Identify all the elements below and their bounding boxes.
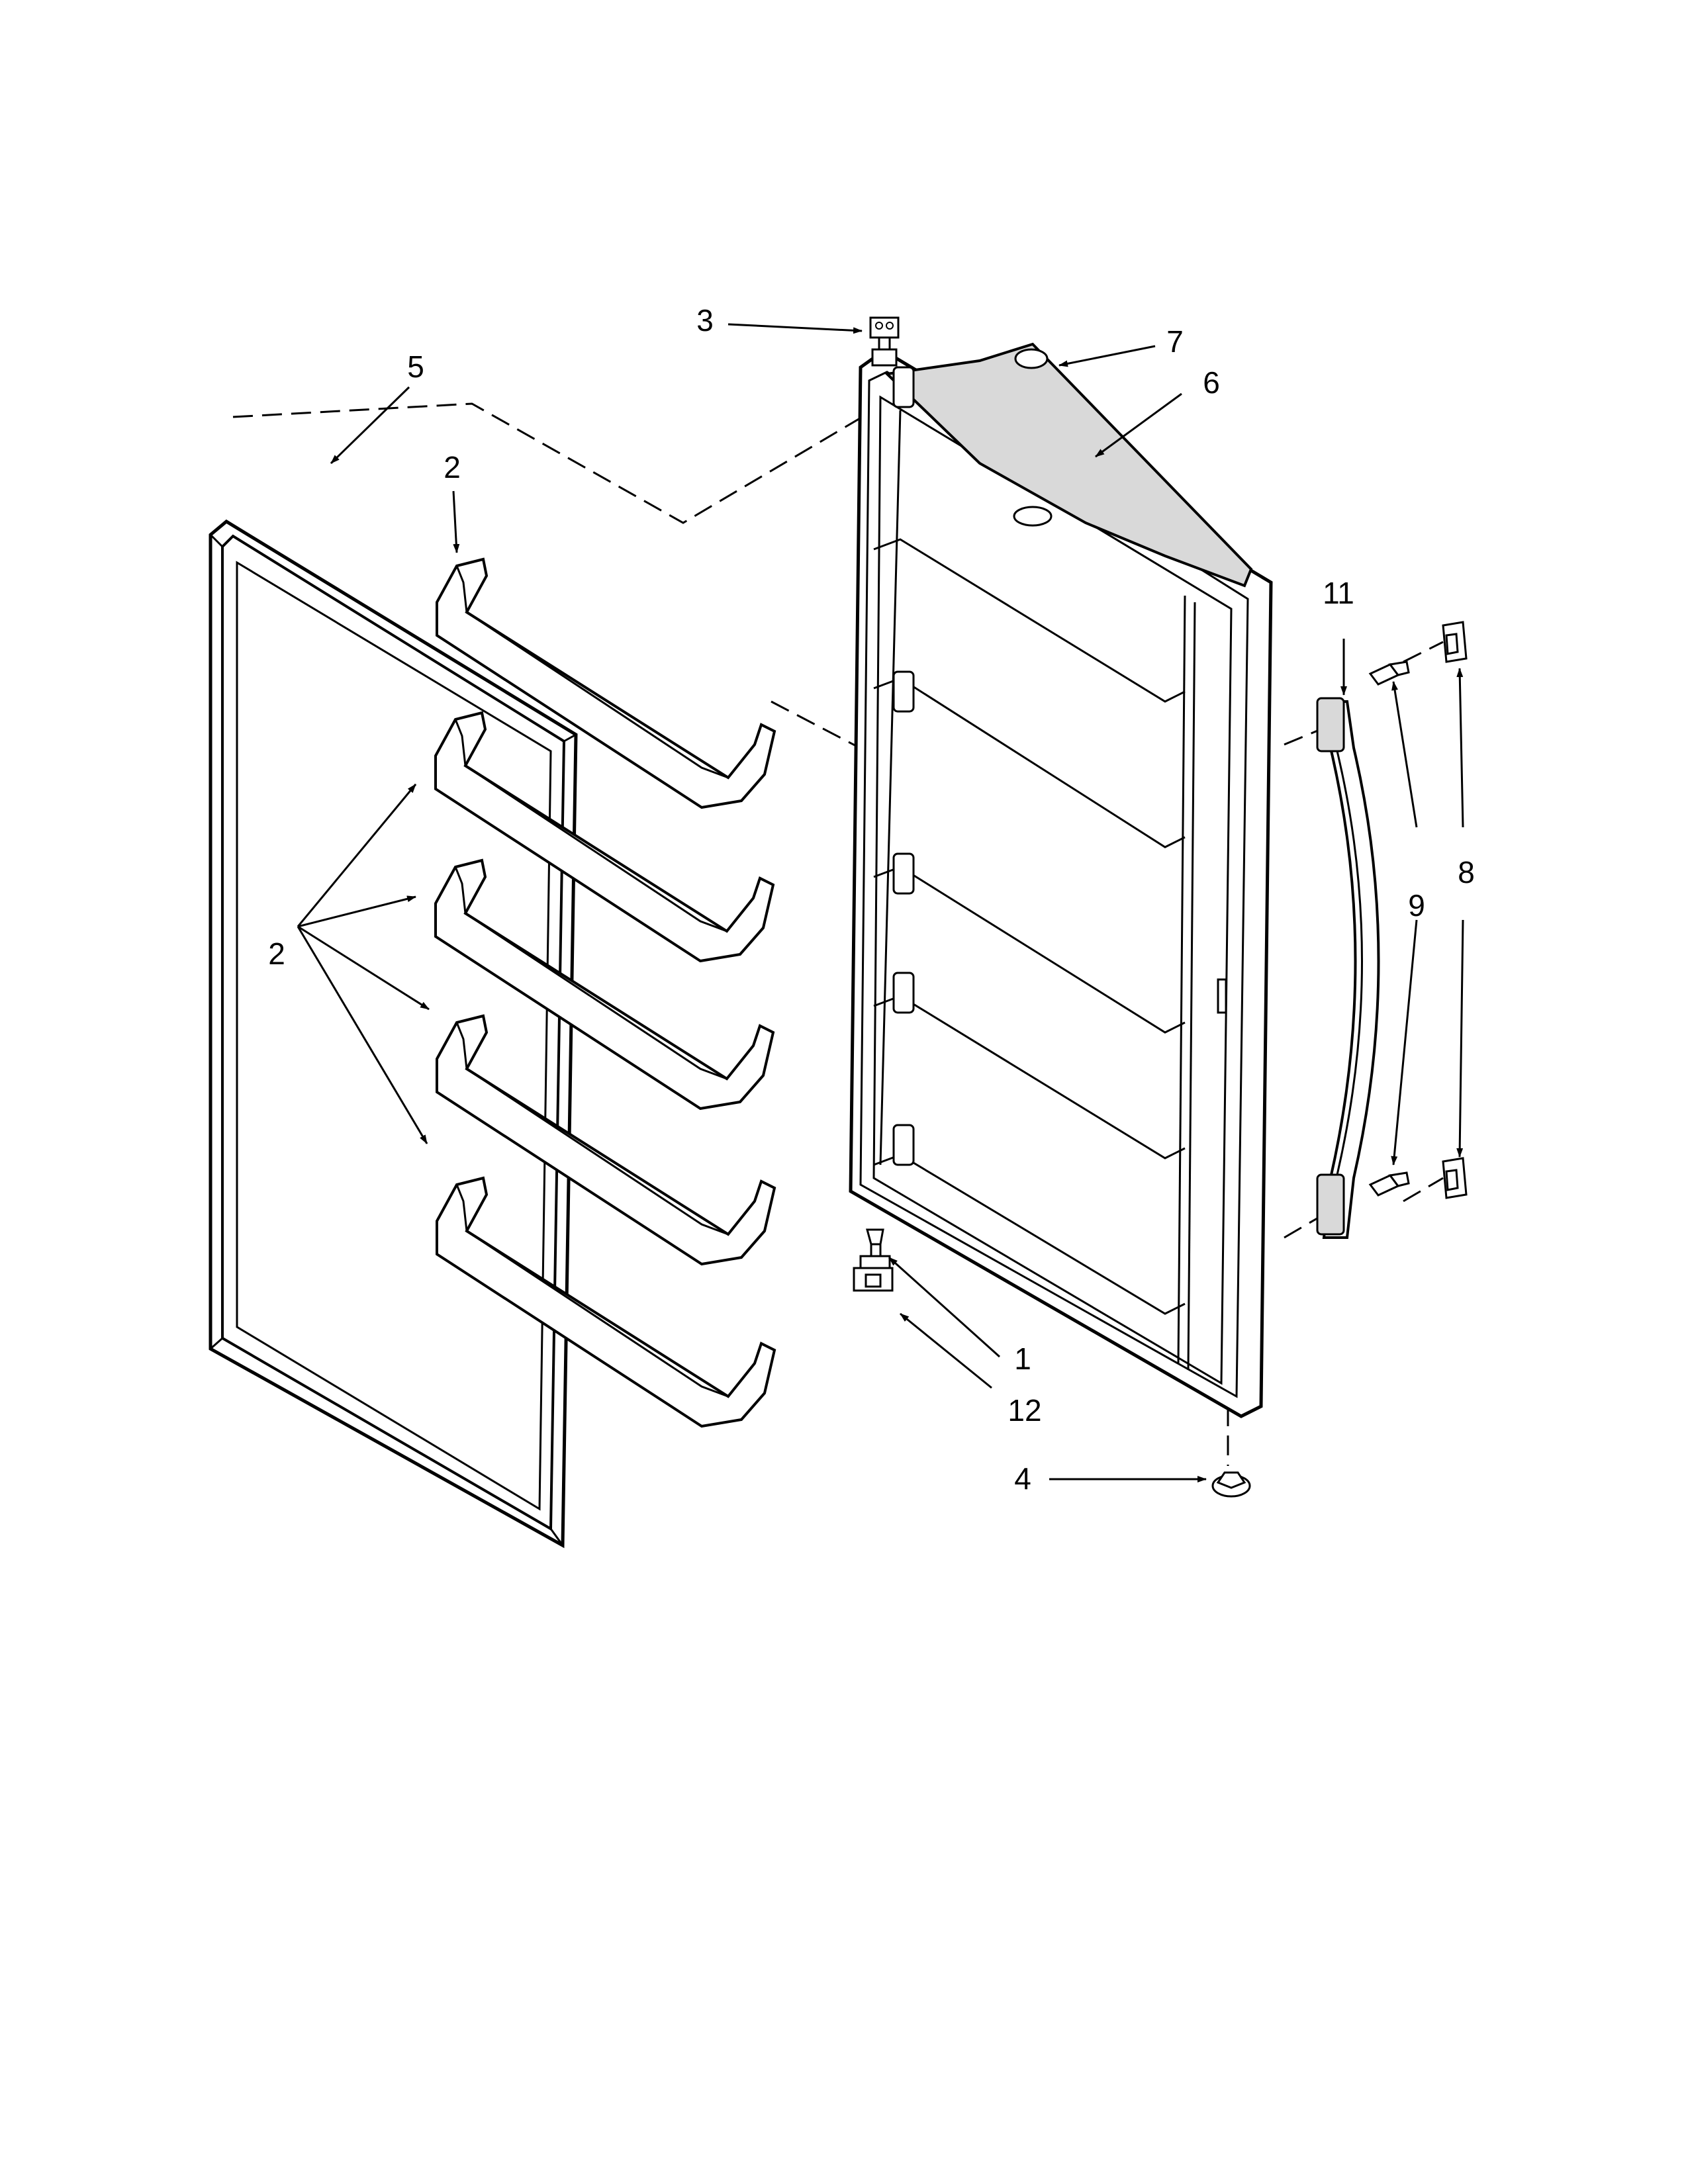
- door-handle: [1316, 697, 1380, 1239]
- door-bin: [436, 557, 776, 809]
- handle-bracket: [1442, 621, 1468, 663]
- handle-screws: [1368, 660, 1410, 1197]
- callout-8: 8: [1458, 855, 1475, 889]
- callout-labels: 3 7 6 5 2 2 11 9 8 1 12 4: [268, 303, 1475, 1496]
- door-shelf-rails: [873, 538, 1186, 1315]
- callout-4: 4: [1014, 1461, 1031, 1496]
- callout-1: 1: [1014, 1342, 1031, 1376]
- handle-screw: [1368, 1171, 1410, 1197]
- handle-screw: [1368, 660, 1410, 686]
- door-bin: [436, 1176, 776, 1428]
- callout-9: 9: [1408, 888, 1425, 923]
- door-bin: [434, 858, 775, 1111]
- callout-3: 3: [696, 303, 714, 338]
- lower-hinge-bracket: [853, 1255, 894, 1292]
- door-bin: [436, 1014, 776, 1266]
- door-bin: [434, 711, 775, 963]
- callout-11: 11: [1323, 576, 1354, 610]
- top-hinge-bushing: [869, 316, 900, 367]
- bin-clips: [892, 366, 915, 1166]
- door-bins: [434, 557, 776, 1428]
- leader-lines: [297, 323, 1464, 1482]
- callout-2-group: 2: [268, 936, 285, 971]
- callout-7: 7: [1166, 324, 1184, 359]
- lower-hinge-pin: [866, 1228, 884, 1257]
- callout-12: 12: [1008, 1393, 1041, 1428]
- handle-bracket: [1442, 1157, 1468, 1199]
- door-panel: [849, 342, 1273, 1418]
- callout-6: 6: [1203, 365, 1220, 400]
- callout-5: 5: [407, 349, 424, 384]
- plug-button: [1014, 348, 1049, 369]
- door-closer-cam: [1211, 1471, 1251, 1498]
- handle-brackets: [1442, 621, 1468, 1199]
- callout-2-top: 2: [444, 450, 461, 484]
